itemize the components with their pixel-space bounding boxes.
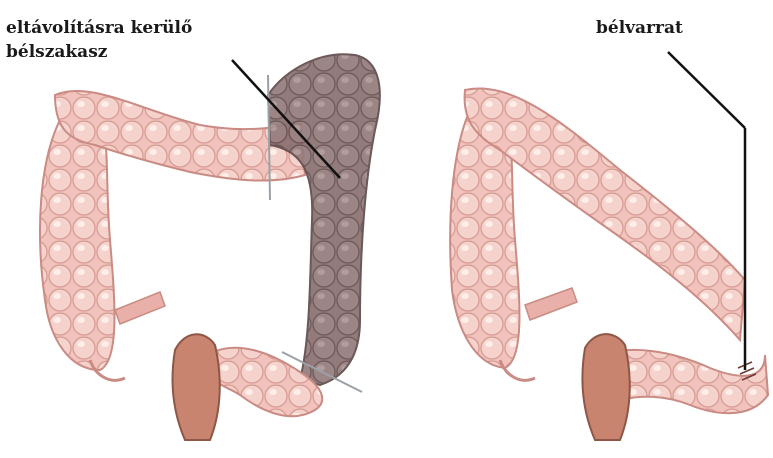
removed-segment-label-line2: bélszakasz: [6, 40, 192, 64]
rectum: [172, 334, 219, 440]
removed-segment-label-line1: eltávolításra kerülő: [6, 16, 192, 40]
suture-label: bélvarrat: [596, 16, 683, 40]
removed-segment-label: eltávolításra kerülő bélszakasz: [6, 16, 192, 64]
removed-descending-colon: [268, 54, 380, 385]
ileum-stub: [115, 292, 165, 324]
colon-before-resection: [40, 54, 380, 440]
suture-pointer-diagonal: [668, 52, 745, 128]
ascending-colon: [40, 120, 114, 370]
colon-after-resection: [450, 52, 768, 440]
rectum-after: [582, 334, 629, 440]
ileum-stub-after: [525, 288, 577, 320]
